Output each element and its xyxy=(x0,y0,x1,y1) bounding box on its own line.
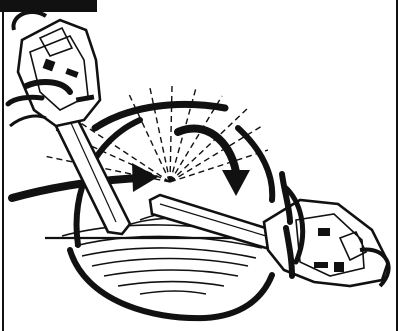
outer-arc-arrow xyxy=(238,128,272,200)
kickback-rotation-arrow xyxy=(178,128,250,196)
chainsaw-kickback-position xyxy=(8,12,130,234)
top-arc-arrow xyxy=(95,104,225,128)
